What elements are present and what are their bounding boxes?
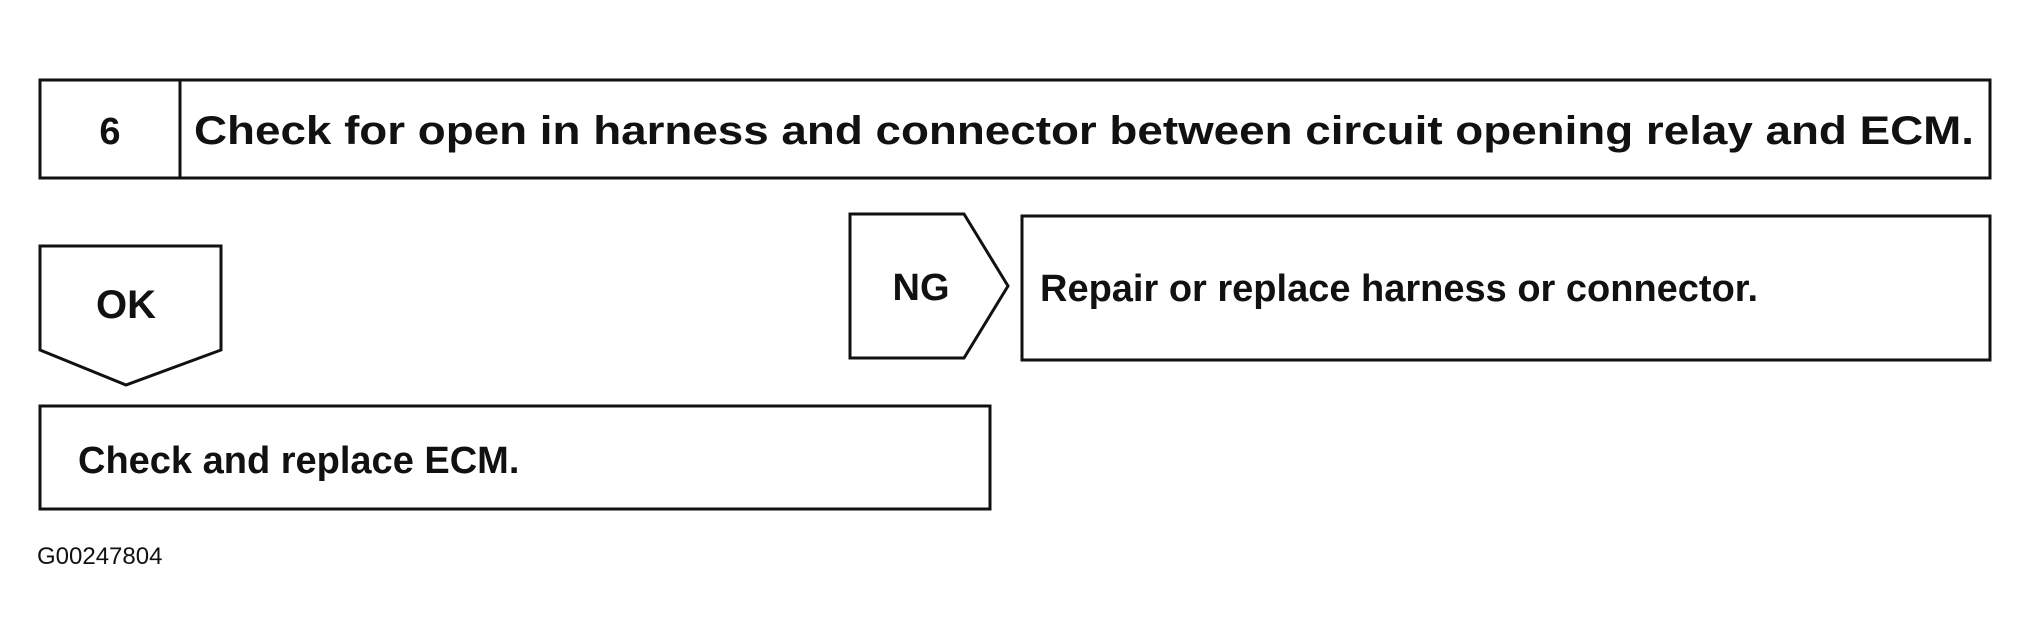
ok-arrow-shape — [38, 244, 223, 387]
ng-action: Repair or replace harness or connector. — [1020, 214, 1992, 362]
ok-branch: OK — [38, 244, 223, 387]
figure-code: G00247804 — [37, 543, 162, 570]
ng-arrow-shape — [848, 212, 1010, 360]
step-number-box — [38, 78, 182, 180]
step-title: Check for open in harness and connector … — [194, 109, 1974, 153]
step-number: 6 — [99, 111, 120, 153]
ng-branch: NG — [848, 212, 1010, 360]
step-header: 6 Check for open in harness and connecto… — [38, 78, 1992, 180]
ok-action-box — [38, 404, 992, 511]
ng-label: NG — [893, 267, 950, 309]
ng-action-box — [1020, 214, 1992, 362]
ok-label: OK — [96, 283, 156, 327]
ok-action-text: Check and replace ECM. — [78, 440, 519, 482]
ng-action-text: Repair or replace harness or connector. — [1040, 268, 1758, 310]
ok-action: Check and replace ECM. — [38, 404, 992, 511]
step-title-box — [178, 78, 1992, 180]
